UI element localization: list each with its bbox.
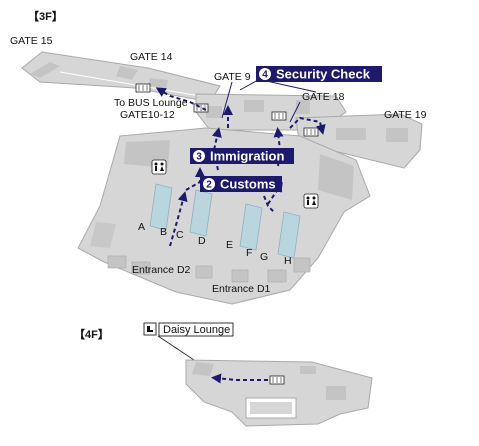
counter-g-label: G <box>260 251 268 263</box>
counter-a-label: A <box>138 221 145 233</box>
daisy-lounge-label: Daisy Lounge <box>163 324 230 336</box>
immigration-step: 3 Immigration <box>190 148 294 164</box>
escalator-icon <box>271 111 287 121</box>
walking-route <box>211 373 268 384</box>
step-number: 4 <box>262 70 268 81</box>
step-label: Customs <box>220 177 276 192</box>
step-number: 2 <box>206 180 212 191</box>
escalator-icon <box>269 375 285 385</box>
security-check-step: 4 Security Check <box>256 66 382 82</box>
floor-3f-plan <box>21 51 423 305</box>
counter-island-gh <box>277 211 301 259</box>
restroom-icon <box>151 159 167 175</box>
lounge-area <box>185 359 373 427</box>
escalator-icon <box>193 103 209 113</box>
entrance-d1-label: Entrance D1 <box>212 283 271 295</box>
customs-step: 2 Customs <box>200 176 282 192</box>
escalator-icon <box>135 83 151 93</box>
entrance-d2-label: Entrance D2 <box>132 264 191 276</box>
counter-c-label: C <box>176 229 184 241</box>
gate-14-label: GATE 14 <box>130 51 173 63</box>
bus-lounge-label: To BUS Lounge <box>114 97 188 109</box>
counter-island-ab <box>149 183 173 231</box>
counter-f-label: F <box>246 247 252 259</box>
counter-e-label: E <box>226 239 233 251</box>
gate-19-label: GATE 19 <box>384 109 427 121</box>
bus-lounge-gates-label: GATE10-12 <box>120 109 175 121</box>
floor-3f-label: 【3F】 <box>28 10 63 23</box>
counter-h-label: H <box>284 255 292 267</box>
gate-18-label: GATE 18 <box>302 91 345 103</box>
counter-island-cd <box>189 189 213 237</box>
restroom-icon <box>303 193 319 209</box>
gate-9-label: GATE 9 <box>214 71 251 83</box>
counter-d-label: D <box>198 235 206 247</box>
floor-4f-label: 【4F】 <box>74 328 109 341</box>
counter-b-label: B <box>160 226 167 238</box>
step-label: Immigration <box>210 149 284 164</box>
gate-15-label: GATE 15 <box>10 35 53 47</box>
counter-island-ef <box>239 203 263 251</box>
step-number: 3 <box>196 152 202 163</box>
lounge-label-box: Daisy Lounge <box>143 322 234 337</box>
escalator-icon <box>303 127 319 137</box>
step-label: Security Check <box>276 67 371 82</box>
floor-4f-plan <box>185 359 373 427</box>
